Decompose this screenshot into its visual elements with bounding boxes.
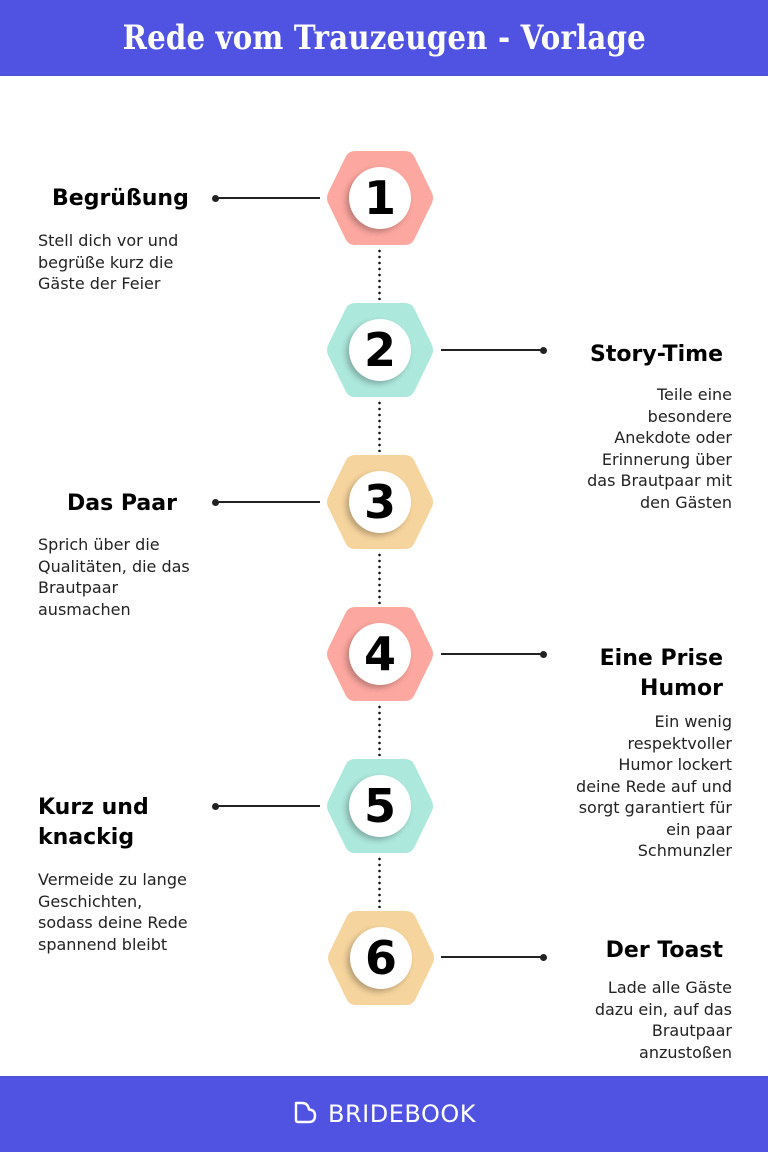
dotted-connector: [378, 552, 381, 604]
step-4-description: Ein wenig respektvoller Humor lockert de…: [576, 712, 732, 860]
step-6-description: Lade alle Gäste dazu ein, auf das Brautp…: [594, 978, 732, 1062]
step-6-hexagon: 6: [326, 909, 436, 1007]
step-number: 5: [363, 779, 396, 833]
step-5-hexagon: 5: [325, 757, 435, 855]
dotted-connector: [378, 248, 381, 300]
step-number: 2: [363, 323, 396, 377]
step-2-hexagon: 2: [325, 301, 435, 399]
step-1-description: Stell dich vor und begrüße kurz die Gäst…: [38, 231, 179, 293]
connector-dot: [212, 802, 219, 810]
step-3-hexagon: 3: [325, 453, 435, 551]
step-3-title: Das Paar: [67, 491, 177, 516]
dotted-connector: [378, 704, 381, 756]
number-badge: 3: [349, 471, 411, 533]
connector-dot: [212, 194, 219, 202]
step-1-hexagon: 1: [325, 149, 435, 247]
step-6-connector: [441, 953, 547, 961]
step-2-description: Teile eine besondere Anekdote oder Erinn…: [587, 385, 732, 512]
step-number: 6: [364, 931, 397, 985]
step-number: 4: [363, 627, 396, 681]
number-badge: 6: [350, 927, 412, 989]
brand-logo-text[interactable]: BRIDEBOOK: [328, 1100, 476, 1128]
step-4-hexagon: 4: [325, 605, 435, 703]
heart-outline-icon: [292, 1099, 318, 1129]
number-badge: 1: [349, 167, 411, 229]
step-2-connector: [441, 346, 547, 354]
header-banner: Rede vom Trauzeugen - Vorlage: [0, 0, 768, 76]
step-1-connector: [212, 194, 320, 202]
dotted-connector: [378, 856, 381, 908]
step-number: 3: [363, 475, 396, 529]
step-number: 1: [363, 171, 396, 225]
step-5-title: Kurz und knackig: [38, 795, 149, 850]
step-1-title: Begrüßung: [52, 186, 189, 211]
connector-dot: [540, 346, 547, 354]
page-title: Rede vom Trauzeugen - Vorlage: [122, 18, 646, 58]
connector-dot: [540, 953, 547, 961]
step-2-title: Story-Time: [590, 342, 723, 367]
number-badge: 2: [349, 319, 411, 381]
footer-banner: BRIDEBOOK: [0, 1076, 768, 1152]
number-badge: 5: [349, 775, 411, 837]
number-badge: 4: [349, 623, 411, 685]
connector-dot: [212, 498, 219, 506]
step-4-connector: [441, 650, 547, 658]
step-5-description: Vermeide zu lange Geschichten, sodass de…: [38, 870, 188, 954]
step-5-connector: [212, 802, 320, 810]
connector-dot: [540, 650, 547, 658]
dotted-connector: [378, 400, 381, 452]
step-3-description: Sprich über die Qualitäten, die das Brau…: [38, 535, 190, 619]
step-4-title: Eine Prise Humor: [599, 646, 723, 701]
step-6-title: Der Toast: [605, 938, 723, 963]
step-3-connector: [212, 498, 320, 506]
